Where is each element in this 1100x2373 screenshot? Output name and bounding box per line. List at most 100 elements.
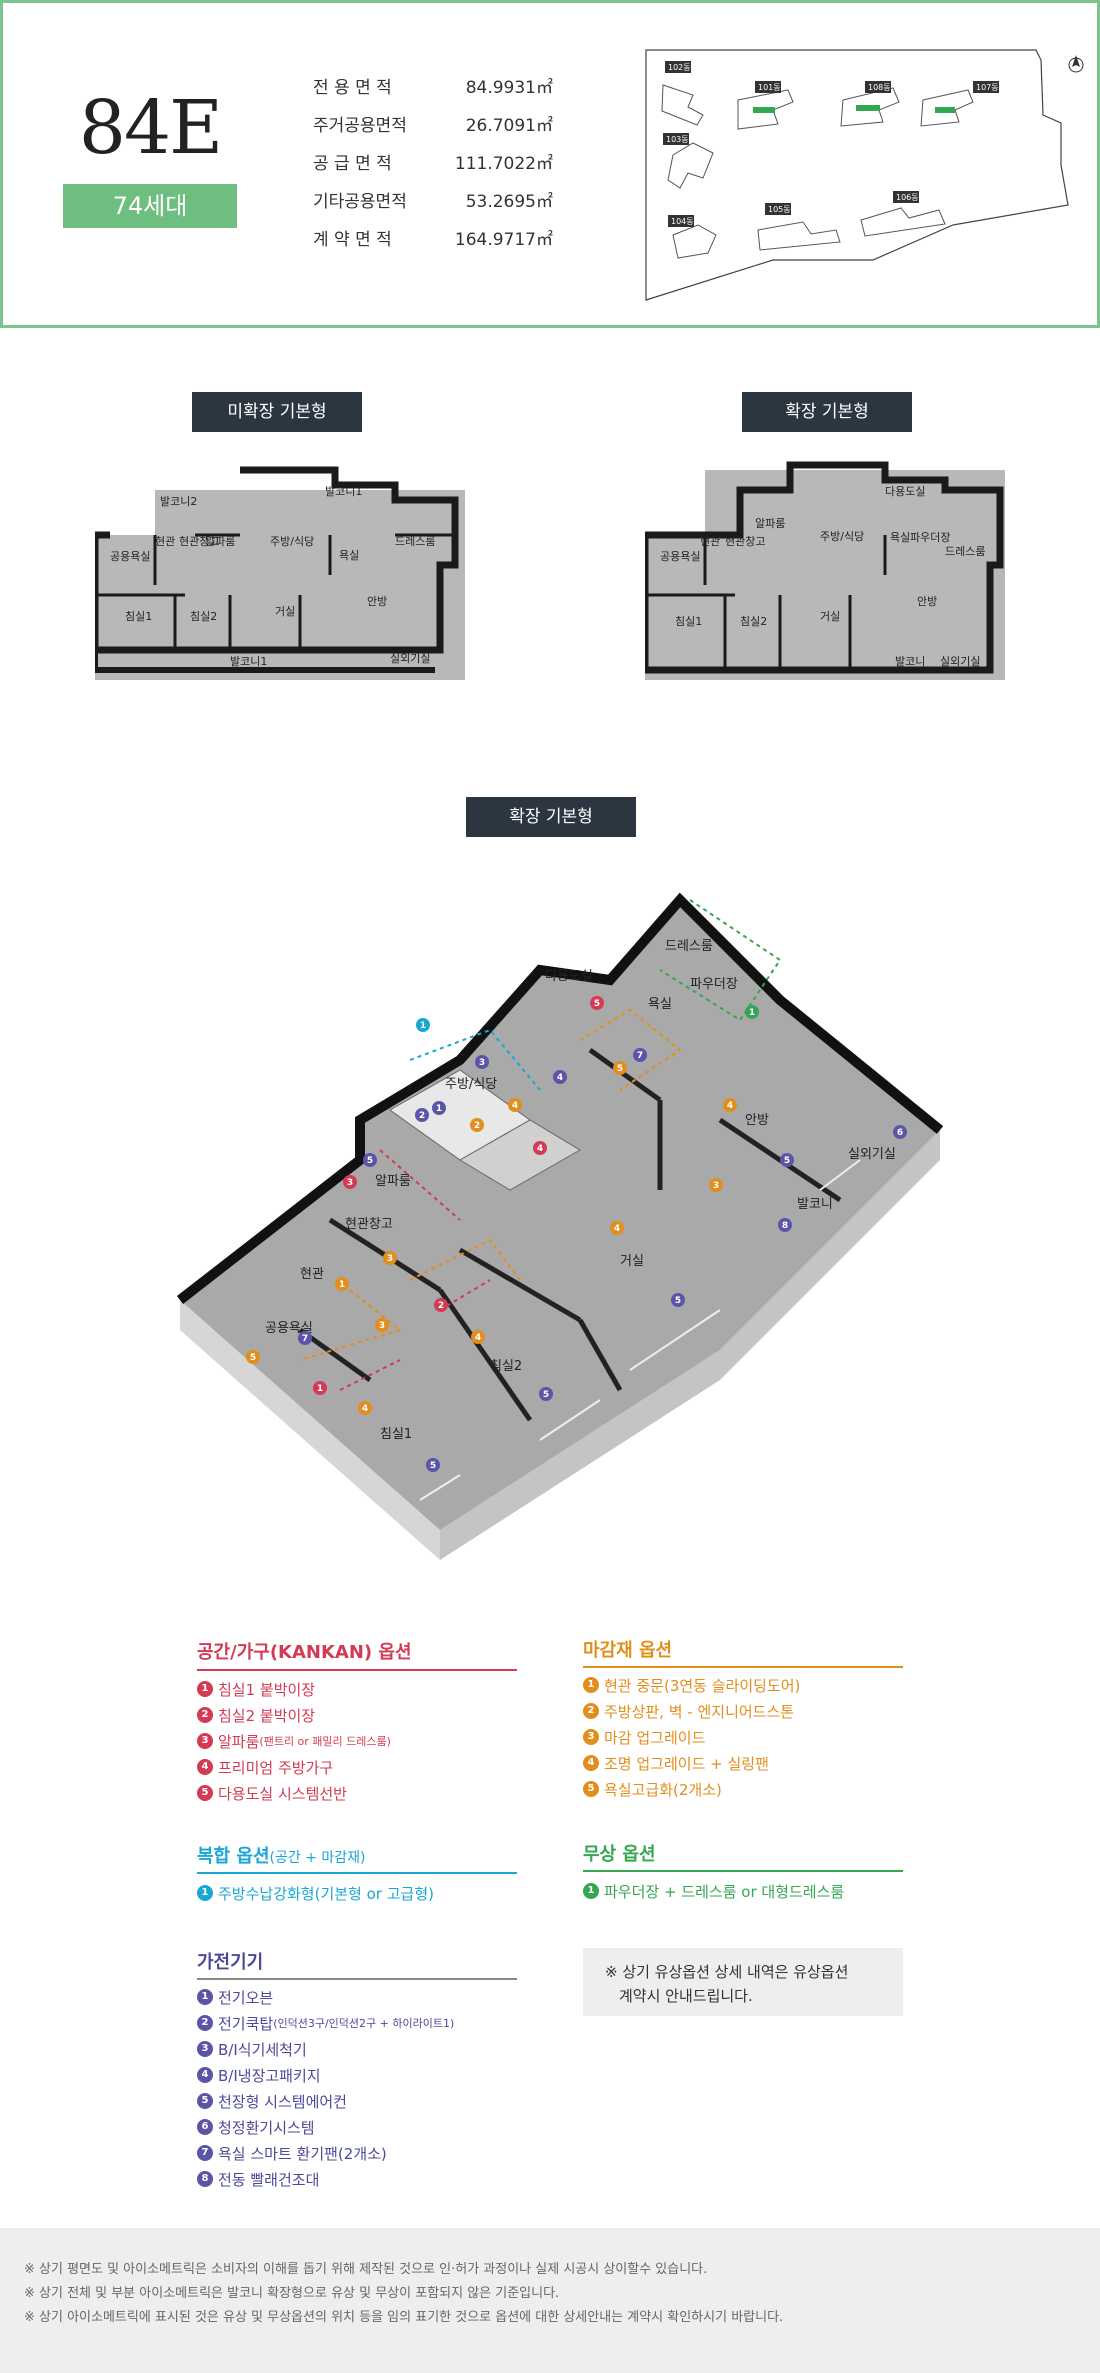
room-label: 현관창고: [179, 535, 219, 548]
number-1-icon: 1: [197, 1989, 213, 2005]
svg-text:1: 1: [436, 1104, 442, 1114]
building-label: 102동: [668, 63, 691, 72]
room-label: 침실2: [490, 1359, 522, 1374]
number-4-icon: 4: [197, 2067, 213, 2083]
svg-text:7: 7: [302, 1334, 308, 1344]
room-label: 알파룸: [375, 1174, 411, 1189]
room-label: 발코니1: [325, 485, 362, 498]
unit-info-box: 84E 74세대 전 용 면 적 84.9931㎡ 주거공용면적 26.7091…: [0, 0, 1100, 328]
room-label: 거실: [620, 1254, 644, 1269]
svg-text:3: 3: [347, 1178, 353, 1188]
svg-text:1: 1: [749, 1008, 755, 1018]
svg-text:5: 5: [430, 1461, 436, 1471]
svg-text:1: 1: [339, 1280, 345, 1290]
number-2-icon: 2: [197, 1707, 213, 1723]
svg-text:4: 4: [727, 1101, 733, 1111]
number-5-icon: 5: [197, 1785, 213, 1801]
combo-option-title: 복합 옵션(공간 + 마감재): [197, 1846, 366, 1867]
room-label: 공용욕실: [110, 550, 150, 563]
area-value: 111.7022㎡: [454, 154, 553, 174]
disclaimer-line: ※ 상기 평면도 및 아이소메트릭은 소비자의 이해를 돕기 위해 제작된 것으…: [24, 2262, 708, 2277]
space-option-title: 공간/가구(KANKAN) 옵션: [197, 1642, 412, 1663]
divider: [583, 1870, 903, 1872]
svg-text:5: 5: [543, 1390, 549, 1400]
number-8-icon: 8: [197, 2171, 213, 2187]
building-label: 106동: [896, 193, 919, 202]
building-label: 105동: [768, 205, 791, 214]
room-label: 거실: [820, 610, 840, 623]
room-label: 드레스룸: [945, 545, 985, 558]
room-label: 욕실: [890, 531, 910, 544]
room-label: 파우더장: [910, 531, 950, 544]
svg-text:5: 5: [594, 999, 600, 1009]
area-value: 84.9931㎡: [465, 78, 553, 98]
svg-text:4: 4: [537, 1144, 543, 1154]
svg-text:7: 7: [637, 1051, 643, 1061]
svg-text:4: 4: [557, 1073, 563, 1083]
room-label: 현관: [700, 535, 720, 548]
room-label: 침실1: [380, 1427, 412, 1442]
room-label: 주방/식당: [270, 535, 314, 548]
room-label: 현관창고: [345, 1217, 393, 1232]
room-label: 주방/식당: [820, 530, 864, 543]
area-row: 전 용 면 적 84.9931㎡: [313, 73, 553, 111]
divider: [583, 1666, 903, 1668]
room-label: 공용욕실: [265, 1321, 313, 1336]
svg-text:5: 5: [250, 1353, 256, 1363]
area-row: 계 약 면 적 164.9717㎡: [313, 225, 553, 263]
area-table: 전 용 면 적 84.9931㎡ 주거공용면적 26.7091㎡ 공 급 면 적…: [313, 73, 553, 263]
area-label: 주거공용면적: [313, 116, 407, 136]
divider: [197, 1669, 517, 1671]
room-label: 실외기실: [390, 652, 430, 665]
room-label: 실외기실: [848, 1147, 896, 1162]
room-label: 다용도실: [545, 969, 593, 984]
area-row: 주거공용면적 26.7091㎡: [313, 111, 553, 149]
notice-line: 계약시 안내드립니다.: [619, 1987, 753, 2005]
unit-type-name: 84E: [78, 85, 223, 171]
number-2-icon: 2: [583, 1703, 599, 1719]
number-1-icon: 1: [197, 1681, 213, 1697]
svg-text:3: 3: [713, 1181, 719, 1191]
number-6-icon: 6: [197, 2119, 213, 2135]
compass-icon: [1068, 55, 1084, 73]
room-label: 침실2: [190, 610, 217, 623]
svg-text:4: 4: [475, 1333, 481, 1343]
number-4-icon: 4: [583, 1755, 599, 1771]
finish-option-title: 마감재 옵션: [583, 1640, 673, 1661]
number-3-icon: 3: [197, 1733, 213, 1749]
building-label: 108동: [868, 83, 891, 92]
room-label: 드레스룸: [665, 939, 713, 954]
room-label: 현관: [300, 1267, 324, 1282]
number-3-icon: 3: [583, 1729, 599, 1745]
number-2-icon: 2: [197, 2015, 213, 2031]
svg-text:2: 2: [438, 1301, 444, 1311]
building-label: 107동: [976, 83, 999, 92]
svg-text:3: 3: [479, 1058, 485, 1068]
number-1-icon: 1: [583, 1677, 599, 1693]
number-5-icon: 5: [197, 2093, 213, 2109]
isometric-view: 드레스룸 파우더장 다용도실 욕실 주방/식당 알파룸 현관창고 현관 공용욕실…: [176, 892, 944, 1560]
area-value: 53.2695㎡: [465, 192, 553, 212]
isometric-tag: 확장 기본형: [466, 797, 636, 837]
svg-text:1: 1: [420, 1021, 426, 1031]
disclaimer-line: ※ 상기 전체 및 부분 아이소메트릭은 발코니 확장형으로 유상 및 무상이 …: [24, 2286, 560, 2301]
extended-floor-plan: 다용도실 알파룸 주방/식당 욕실 파우더장 드레스룸 현관 현관창고 공용욕실…: [645, 461, 1005, 680]
room-label: 파우더장: [690, 977, 738, 992]
svg-text:2: 2: [474, 1121, 480, 1131]
area-label: 기타공용면적: [313, 192, 407, 212]
